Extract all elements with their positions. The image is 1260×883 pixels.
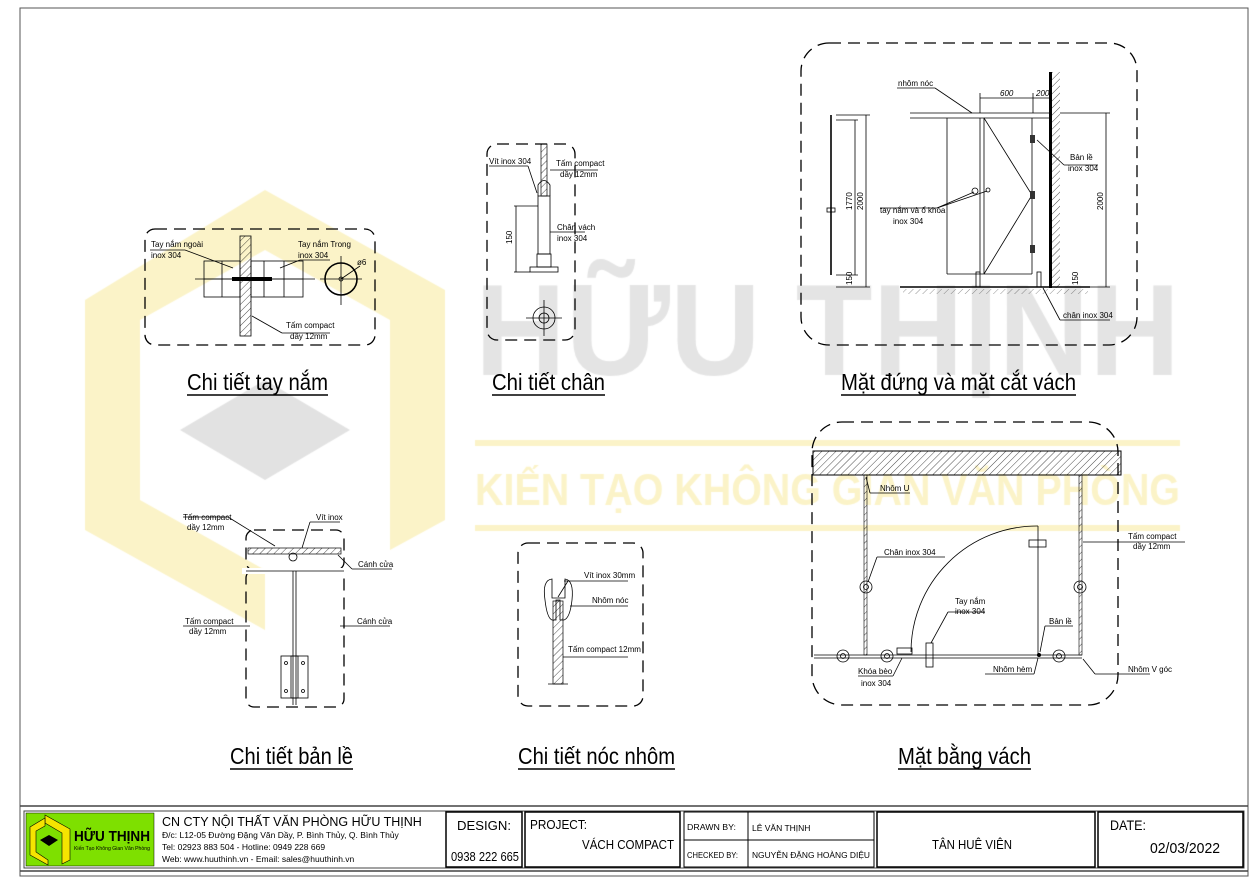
title-block: HỮU THỊNH Kiến Tạo Không Gian Văn Phòng … xyxy=(20,805,1248,872)
label: Tấm compact xyxy=(286,321,335,330)
label: tay nắm và ổ khóa xyxy=(880,206,946,215)
company-logo: HỮU THỊNH Kiến Tạo Không Gian Văn Phòng xyxy=(25,812,155,867)
detail-foot: 150 Vít inox 304 Tấm compact dầy 12mm Ch… xyxy=(486,143,605,396)
detail-plan: Nhôm U Tấm compact dầy 12mm Chân inox 30… xyxy=(811,421,1185,770)
detail-title: Chi tiết chân xyxy=(492,369,605,395)
label: Nhôm U xyxy=(880,484,910,493)
label: Chân vách xyxy=(557,223,595,232)
label: Vít inox 30mm xyxy=(584,571,635,580)
label: Tay nắm ngoài xyxy=(151,240,203,249)
dimension: 600 xyxy=(1000,89,1014,98)
label: Vít inox 304 xyxy=(489,157,532,166)
company-name: CN CTY NỘI THẤT VĂN PHÒNG HỮU THỊNH xyxy=(162,814,422,829)
dimension: 200 xyxy=(1035,89,1050,98)
company-web: Web: www.huuthinh.vn - Email: sales@huut… xyxy=(162,854,355,864)
label: dầy 12mm xyxy=(189,627,227,636)
label: Nhôm V góc xyxy=(1128,665,1172,674)
label: Tấm compact xyxy=(183,513,232,522)
label: dầy 12mm xyxy=(560,170,598,179)
detail-title: Mặt đứng và mặt cắt vách xyxy=(841,369,1076,395)
label: Tấm compact xyxy=(556,159,605,168)
label: inox 304 xyxy=(893,217,924,226)
detail-elevation: 1770 2000 150 600 200 2000 150 nhôm nóc … xyxy=(800,42,1138,396)
detail-hinge: Tấm compact dầy 12mm Vít inox Cánh cửa T… xyxy=(183,513,394,770)
label: Nhôm hèm xyxy=(993,665,1032,674)
label: chân inox 304 xyxy=(1063,311,1113,320)
label: Tấm compact 12mm xyxy=(568,645,641,654)
label: Tấm compact xyxy=(185,617,234,626)
label: Tấm compact xyxy=(1128,532,1177,541)
dimension: 1770 xyxy=(845,192,854,210)
design-value: 0938 222 665 xyxy=(451,849,519,864)
label: inox 304 xyxy=(151,251,182,260)
label: nhôm nóc xyxy=(898,79,933,88)
date-value: 02/03/2022 xyxy=(1150,840,1220,857)
label: inox 304 xyxy=(955,607,986,616)
checked-by-label: CHECKED BY: xyxy=(687,851,738,860)
design-label: DESIGN: xyxy=(457,818,511,833)
detail-title: Mặt bằng vách xyxy=(898,743,1031,769)
checked-by-value: NGUYỄN ĐẶNG HOÀNG DIỆU xyxy=(752,849,870,860)
dimension: 2000 xyxy=(856,192,865,210)
label: ø6 xyxy=(357,258,367,267)
logo-text: HỮU THỊNH xyxy=(74,827,150,845)
label: dầy 12mm xyxy=(1133,542,1171,551)
dimension: 150 xyxy=(845,271,854,285)
detail-title: Chi tiết bản lề xyxy=(230,743,353,769)
label: Cánh cửa xyxy=(357,617,393,626)
company-address: Đ/c: L12-05 Đường Đặng Văn Dầy, P. Bình … xyxy=(162,830,400,840)
label: dầy 12mm xyxy=(290,332,328,341)
logo-slogan: Kiến Tạo Không Gian Văn Phòng xyxy=(74,846,150,852)
detail-handle: Tay nắm ngoài inox 304 Tay nắm Trong ino… xyxy=(144,228,376,396)
detail-title: Chi tiết nóc nhôm xyxy=(518,743,675,769)
label: Nhôm nóc xyxy=(592,596,628,605)
date-label: DATE: xyxy=(1110,817,1146,833)
detail-top-rail: Vít inox 30mm Nhôm nóc Tấm compact 12mm … xyxy=(517,542,675,770)
label: Tay nắm xyxy=(955,597,986,606)
company-phone: Tel: 02923 883 504 - Hotline: 0949 228 6… xyxy=(162,842,325,852)
client-name: TÂN HUÊ VIÊN xyxy=(932,837,1012,852)
dimension: 2000 xyxy=(1096,192,1105,210)
label: Vít inox xyxy=(316,513,343,522)
detail-title: Chi tiết tay nắm xyxy=(187,369,328,395)
label: Tay nắm Trong xyxy=(298,240,351,249)
label: inox 304 xyxy=(298,251,329,260)
dimension: 150 xyxy=(1071,271,1080,285)
project-value: VÁCH COMPACT xyxy=(582,837,674,852)
drawn-by-label: DRAWN BY: xyxy=(687,823,736,832)
label: Chân inox 304 xyxy=(884,548,936,557)
label: inox 304 xyxy=(1068,164,1099,173)
label: Khóa bèo xyxy=(858,667,893,676)
label: Bản lề xyxy=(1049,617,1072,626)
label: Cánh cửa xyxy=(358,560,394,569)
label: Bản lề xyxy=(1070,153,1093,162)
label: dầy 12mm xyxy=(187,523,225,532)
label: inox 304 xyxy=(557,234,588,243)
drawn-by-value: LÊ VĂN THỊNH xyxy=(752,823,810,833)
project-label: PROJECT: xyxy=(530,817,587,832)
label: inox 304 xyxy=(861,679,892,688)
dimension: 150 xyxy=(505,230,514,244)
